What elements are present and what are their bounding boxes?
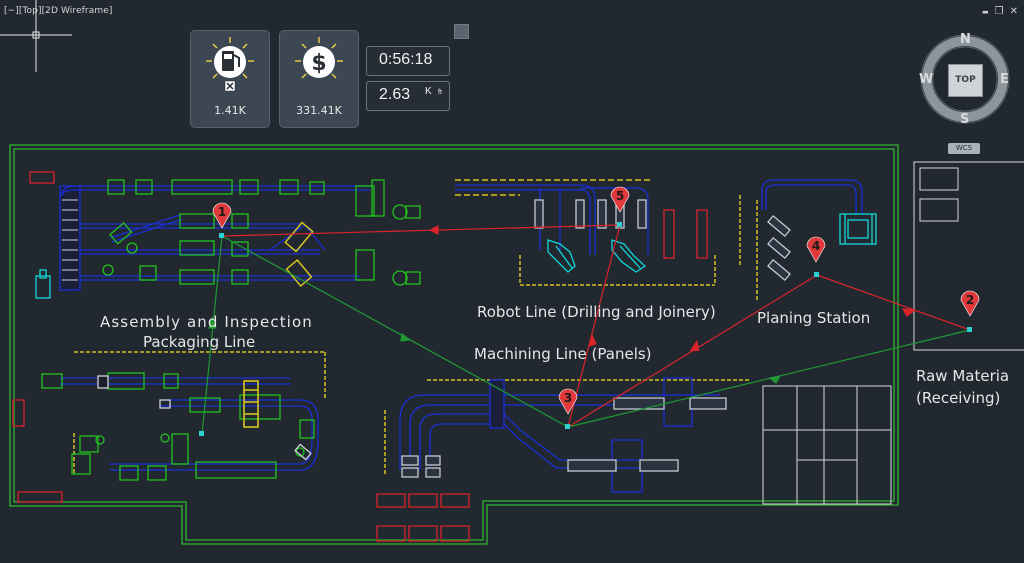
marker-2[interactable]: 2: [960, 290, 980, 317]
compass-west[interactable]: W: [919, 72, 934, 87]
minimize-icon[interactable]: ▬: [982, 8, 989, 16]
svg-text:1: 1: [218, 205, 226, 219]
wcs-menu[interactable]: WCS: [948, 143, 980, 154]
dollar-icon: $: [295, 37, 343, 79]
receiving-area: [913, 161, 1024, 351]
assembly-conveyors: [59, 185, 370, 291]
label-machining: Machining Line (Panels): [474, 345, 652, 363]
time-value: 0:56:18: [379, 51, 433, 68]
fuel-value: 1.41K: [214, 104, 246, 117]
packaging-line: [41, 372, 319, 481]
close-icon[interactable]: ✕: [1009, 6, 1018, 17]
svg-text:3: 3: [564, 391, 572, 405]
route-nodes: [199, 222, 972, 436]
compass-south[interactable]: S: [960, 112, 970, 127]
hud-collapse-icon[interactable]: [454, 24, 469, 39]
viewport-label[interactable]: [−][Top][2D Wireframe]: [4, 6, 113, 16]
svg-text:2: 2: [966, 293, 974, 307]
svg-text:4: 4: [812, 239, 820, 253]
marker-3[interactable]: 3: [558, 388, 578, 415]
compass-east[interactable]: E: [1000, 72, 1009, 87]
compass-north[interactable]: N: [960, 32, 971, 47]
marker-1[interactable]: 1: [212, 202, 232, 229]
assembly-rollers: [62, 199, 78, 281]
assembly-equipment: [102, 179, 421, 286]
time-box: 0:56:18: [366, 46, 450, 76]
distance-unit: K: [425, 86, 432, 97]
red-doors: [12, 171, 708, 542]
restore-icon[interactable]: ❐: [994, 6, 1004, 17]
assembly-yellow-units: [284, 221, 314, 287]
label-robot-line: Robot Line (Drilling and Joinery): [477, 303, 716, 321]
distance-value: 2.63: [379, 86, 411, 103]
label-assembly: Assembly and Inspection: [100, 313, 313, 331]
marker-5[interactable]: 5: [610, 186, 630, 213]
label-packaging: Packaging Line: [143, 333, 256, 351]
compass-ring[interactable]: [920, 34, 1010, 124]
svg-text:$: $: [311, 51, 326, 76]
cost-panel[interactable]: $ 331.41K: [279, 30, 359, 128]
machining-line: [399, 377, 727, 493]
building-outline: [9, 144, 899, 545]
planing-station: [761, 179, 877, 282]
label-planing: Planing Station: [757, 309, 871, 327]
fuel-panel[interactable]: 1.41K: [190, 30, 270, 128]
crosshair-cursor: [0, 0, 72, 72]
distance-box: 2.63 K ft: [366, 81, 450, 111]
office-block: [762, 385, 892, 505]
distance-unit-sub: ft: [438, 89, 442, 96]
window-controls: ▬ ❐ ✕: [982, 6, 1018, 18]
svg-text:5: 5: [616, 189, 624, 203]
marker-4[interactable]: 4: [806, 236, 826, 263]
label-raw-materials: Raw Materia: [916, 367, 1010, 385]
assembly-cyan-units: [35, 269, 51, 299]
green-routes: [201, 235, 971, 435]
cost-value: 331.41K: [296, 104, 342, 117]
red-routes: [221, 224, 971, 428]
fuel-pump-icon: [206, 37, 254, 92]
label-receiving: (Receiving): [916, 389, 1001, 407]
viewcube-top-face[interactable]: TOP: [948, 64, 983, 97]
